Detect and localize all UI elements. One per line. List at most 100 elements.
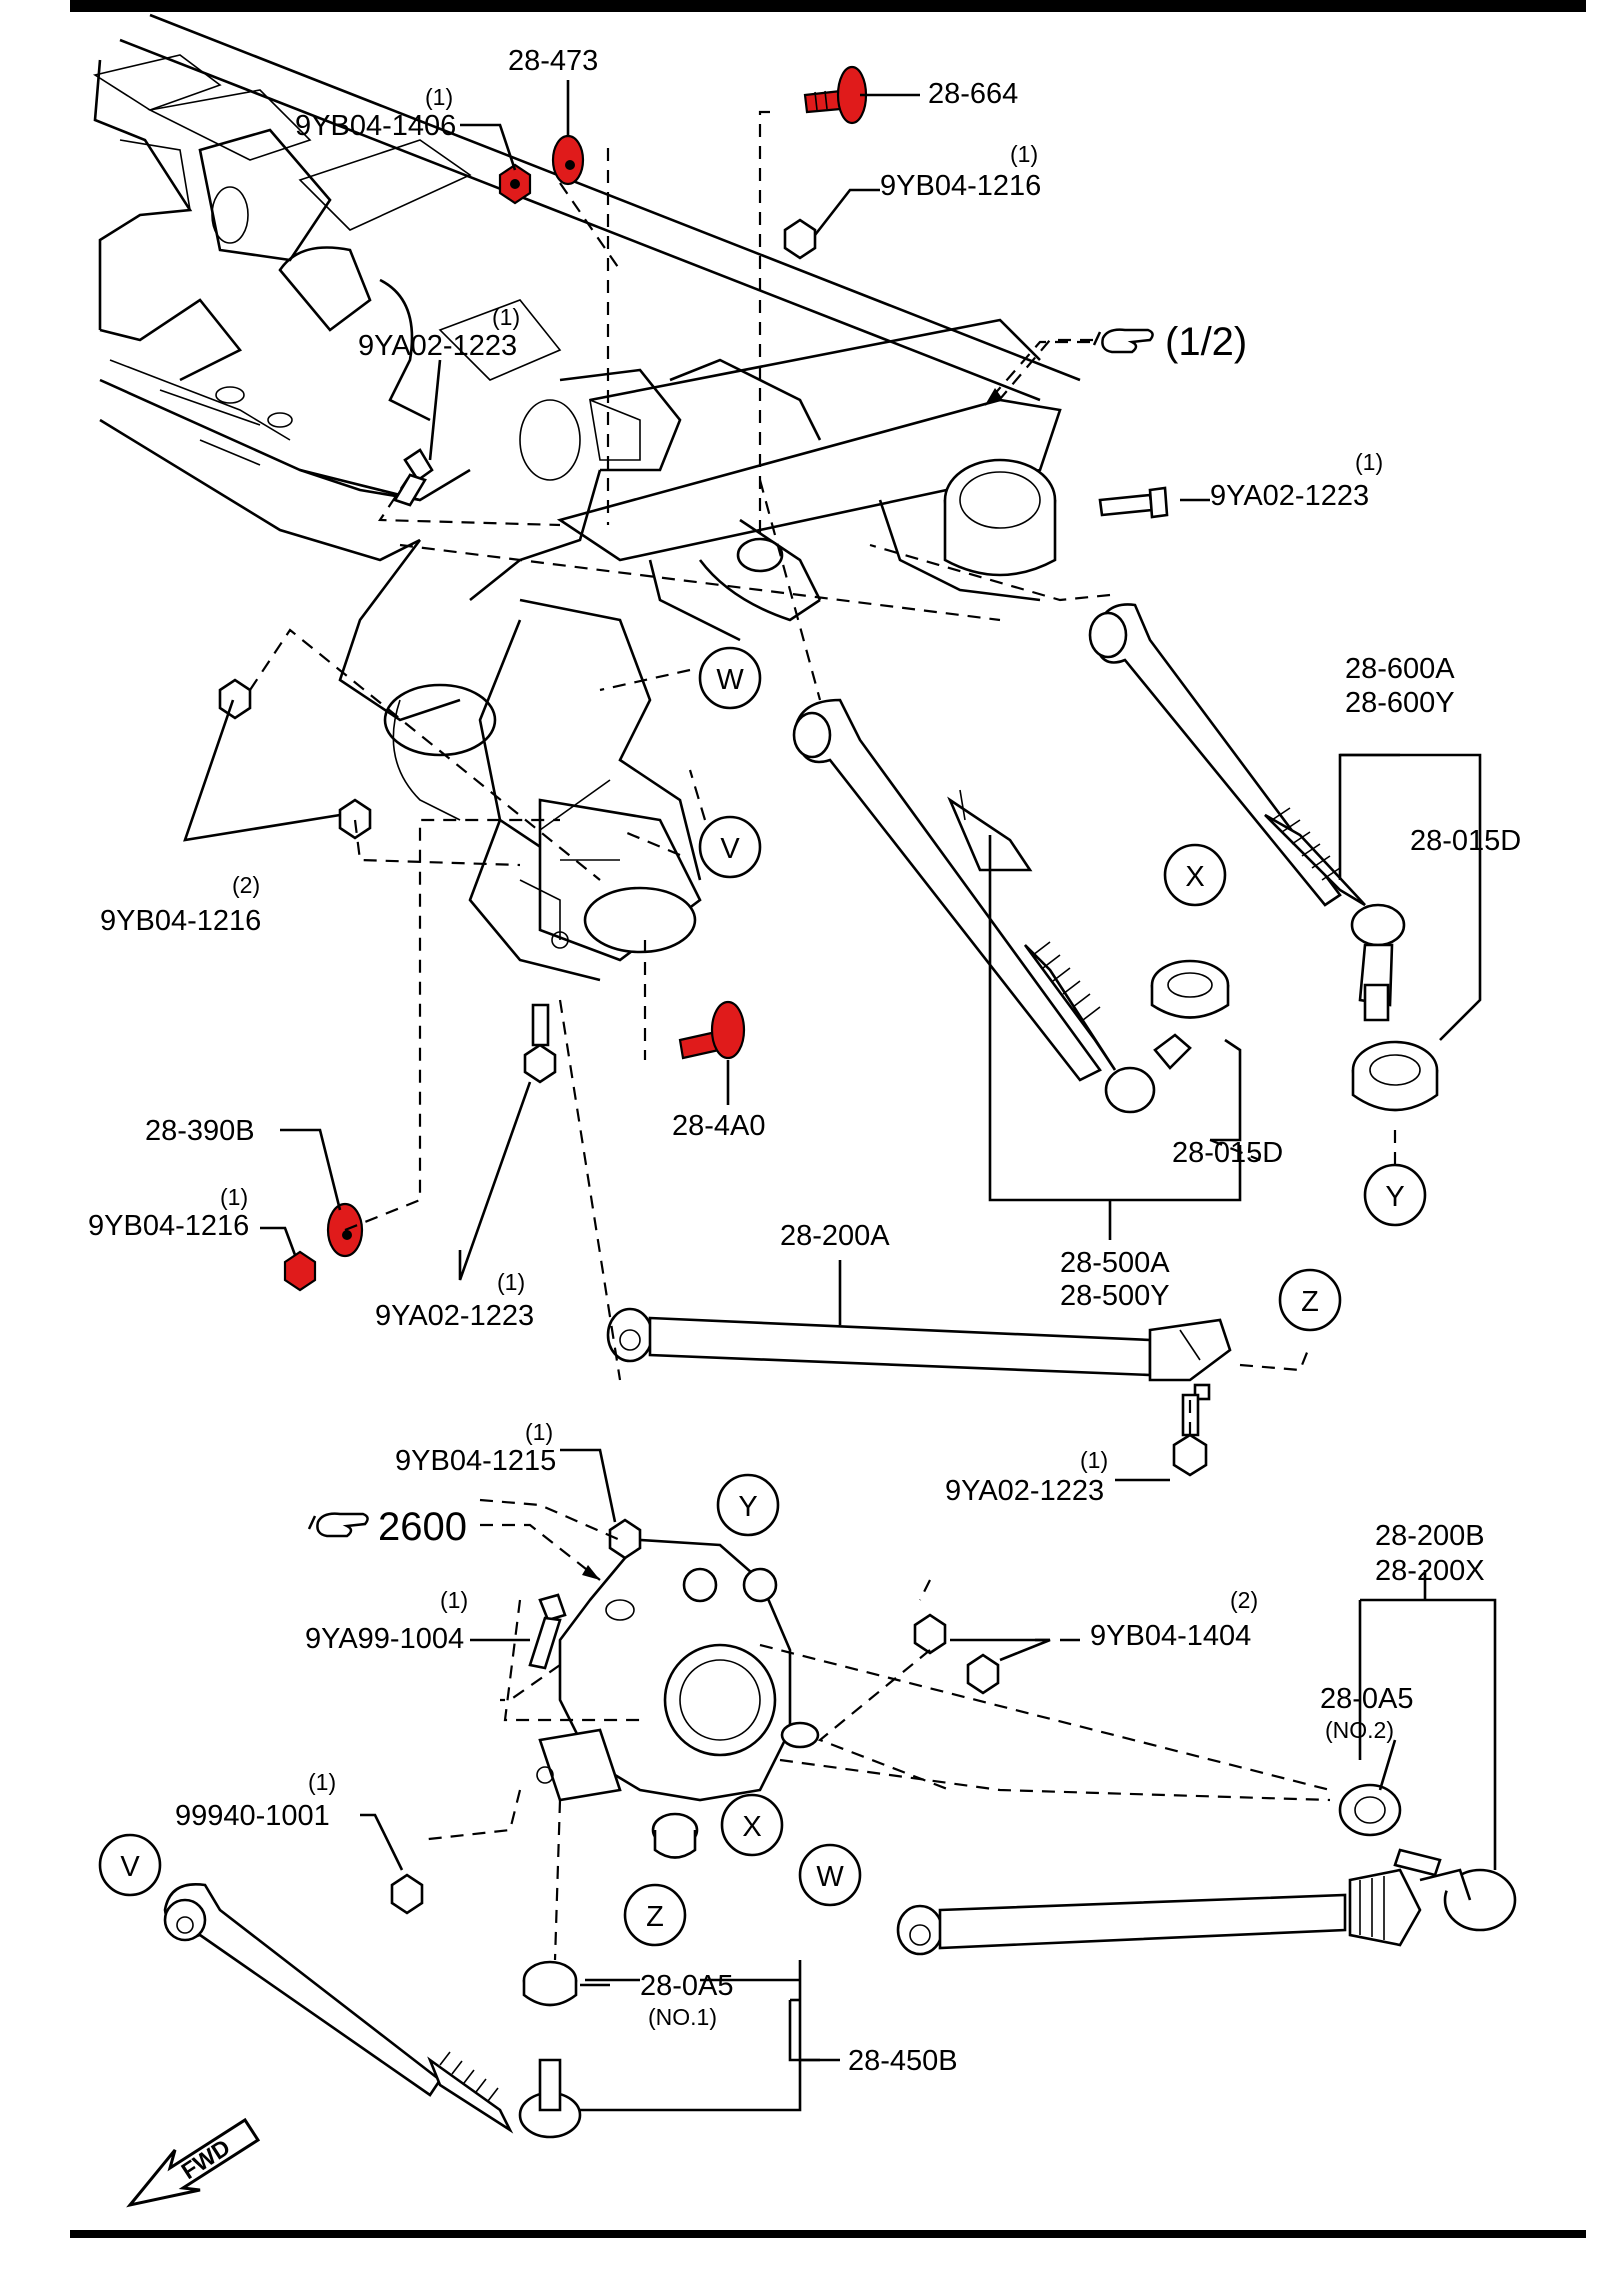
svg-text:Z: Z <box>646 1901 664 1933</box>
arm-28-200b <box>896 1783 1517 1956</box>
marker-v-bottom: V <box>98 1833 162 1897</box>
red-nut-9yb04-1216 <box>283 1250 317 1292</box>
qty-9ya02-1223-a: (1) <box>492 304 520 330</box>
label-28-200b: 28-200B <box>1375 1520 1485 1552</box>
svg-text:(1/2): (1/2) <box>1165 320 1247 364</box>
nut-9yb04-1404-b <box>966 1653 1000 1695</box>
qty-9yb04-1216-top: (1) <box>1010 141 1038 167</box>
pointing-hand-icon <box>307 1512 369 1538</box>
nut-9yb04-1215 <box>608 1518 642 1560</box>
qty-9ya02-1223-d: (1) <box>1080 1447 1108 1473</box>
svg-text:W: W <box>816 1861 844 1893</box>
bolt-9ya02-1223-a <box>393 448 434 507</box>
label-99940-1001: 99940-1001 <box>175 1800 330 1832</box>
rear-knuckle <box>536 1538 820 1859</box>
label-28-600y: 28-600Y <box>1345 687 1455 719</box>
label-9ya02-1223-b: 9YA02-1223 <box>1210 480 1369 512</box>
qty-9yb04-1404: (2) <box>1230 1587 1258 1613</box>
label-9yb04-1216-left: 9YB04-1216 <box>100 905 261 937</box>
label-28-664: 28-664 <box>928 78 1018 110</box>
nut-9yb04-1404-a <box>913 1613 947 1655</box>
ref-2600: 2600 <box>307 1505 601 1581</box>
label-28-200x: 28-200X <box>1375 1555 1485 1587</box>
crossmember <box>92 13 1081 821</box>
marker-w-top: W <box>698 646 762 710</box>
label-28-015d-a: 28-015D <box>1410 825 1521 857</box>
dashed-connectors <box>249 110 1397 1961</box>
label-28-600a: 28-600A <box>1345 653 1455 685</box>
label-9yb04-1215: 9YB04-1215 <box>395 1445 556 1477</box>
label-28-4a0: 28-4A0 <box>672 1110 766 1142</box>
qty-99940-1001: (1) <box>308 1769 336 1795</box>
label-9yb04-1216-top: 9YB04-1216 <box>880 170 1041 202</box>
svg-text:Z: Z <box>1301 1286 1319 1318</box>
marker-x-top: X <box>1163 843 1227 907</box>
arm-28-600a <box>1088 603 1406 1022</box>
label-28-450b: 28-450B <box>848 2045 958 2077</box>
label-9ya02-1223-a: 9YA02-1223 <box>358 330 517 362</box>
top-border <box>70 0 1586 12</box>
leader-lines <box>183 80 1497 2062</box>
red-nut-9yb04-1406 <box>498 163 532 205</box>
marker-y-knuckle: Y <box>716 1473 780 1537</box>
label-28-390b: 28-390B <box>145 1115 255 1147</box>
red-washer-28-473 <box>551 134 585 186</box>
label-28-0a5-no1: 28-0A5 <box>640 1970 734 2002</box>
upper-cross-beam <box>556 318 1062 642</box>
label-9ya02-1223-c: 9YA02-1223 <box>375 1300 534 1332</box>
svg-text:X: X <box>1185 861 1204 893</box>
label-28-0a5-no2: 28-0A5 <box>1320 1683 1414 1715</box>
pointing-hand-icon <box>1092 328 1154 354</box>
svg-text:X: X <box>742 1811 761 1843</box>
marker-y-top: Y <box>1363 1163 1427 1227</box>
bolt-9ya02-1223-c <box>523 1003 557 1084</box>
nut-9yb04-1216-top <box>783 218 817 260</box>
nut-9yb04-1216-left-a <box>218 678 252 720</box>
label-28-015d-b: 28-015D <box>1172 1137 1283 1169</box>
svg-text:V: V <box>720 833 740 865</box>
bolt-9ya99-1004 <box>528 1593 567 1670</box>
red-bolt-28-664 <box>803 65 868 125</box>
marker-w-bottom: W <box>798 1843 862 1907</box>
svg-text:W: W <box>716 664 744 696</box>
label-9yb04-1216-red: 9YB04-1216 <box>88 1210 249 1242</box>
qty-9yb04-1406: (1) <box>425 84 453 110</box>
marker-z-knuckle: Z <box>623 1883 687 1947</box>
arm-28-500a <box>792 698 1192 1114</box>
bushing-y <box>1351 1040 1439 1112</box>
label-28-500a: 28-500A <box>1060 1247 1170 1279</box>
qty-9yb04-1216-red: (1) <box>220 1184 248 1210</box>
marker-v-top: V <box>698 815 762 879</box>
qty-9ya99-1004: (1) <box>440 1587 468 1613</box>
qty-9yb04-1215: (1) <box>525 1419 553 1445</box>
ref-half: (1/2) <box>984 320 1247 406</box>
svg-text:2600: 2600 <box>378 1505 467 1549</box>
arm-28-200a <box>606 1307 1232 1401</box>
qty-9ya02-1223-c: (1) <box>497 1269 525 1295</box>
bracket-28-450b <box>580 1960 840 2112</box>
label-9ya99-1004: 9YA99-1004 <box>305 1623 464 1655</box>
bolt-9ya02-1223-b <box>1098 486 1169 519</box>
label-28-473: 28-473 <box>508 45 598 77</box>
svg-text:V: V <box>120 1851 140 1883</box>
bushing-x <box>1150 959 1230 1019</box>
svg-text:Y: Y <box>738 1491 757 1523</box>
label-9yb04-1404: 9YB04-1404 <box>1090 1620 1251 1652</box>
svg-text:Y: Y <box>1385 1181 1404 1213</box>
fwd-arrow-icon: FWD <box>126 2117 261 2208</box>
marker-x-knuckle: X <box>720 1793 784 1857</box>
label-28-500y: 28-500Y <box>1060 1280 1170 1312</box>
red-bolt-28-4a0 <box>678 1000 746 1060</box>
subframe-arm-mount <box>468 598 702 982</box>
nut-99940-1001 <box>390 1873 424 1915</box>
arm-28-450b <box>163 1882 582 2139</box>
marker-z-top: Z <box>1278 1268 1342 1332</box>
bottom-border <box>70 2230 1586 2238</box>
label-28-200a: 28-200A <box>780 1220 890 1252</box>
qty-9yb04-1216-left: (2) <box>232 872 260 898</box>
bolt-9ya02-1223-d <box>1172 1393 1208 1477</box>
label-no1: (NO.1) <box>648 2004 717 2030</box>
label-no2: (NO.2) <box>1325 1717 1394 1743</box>
qty-9ya02-1223-b: (1) <box>1355 449 1383 475</box>
